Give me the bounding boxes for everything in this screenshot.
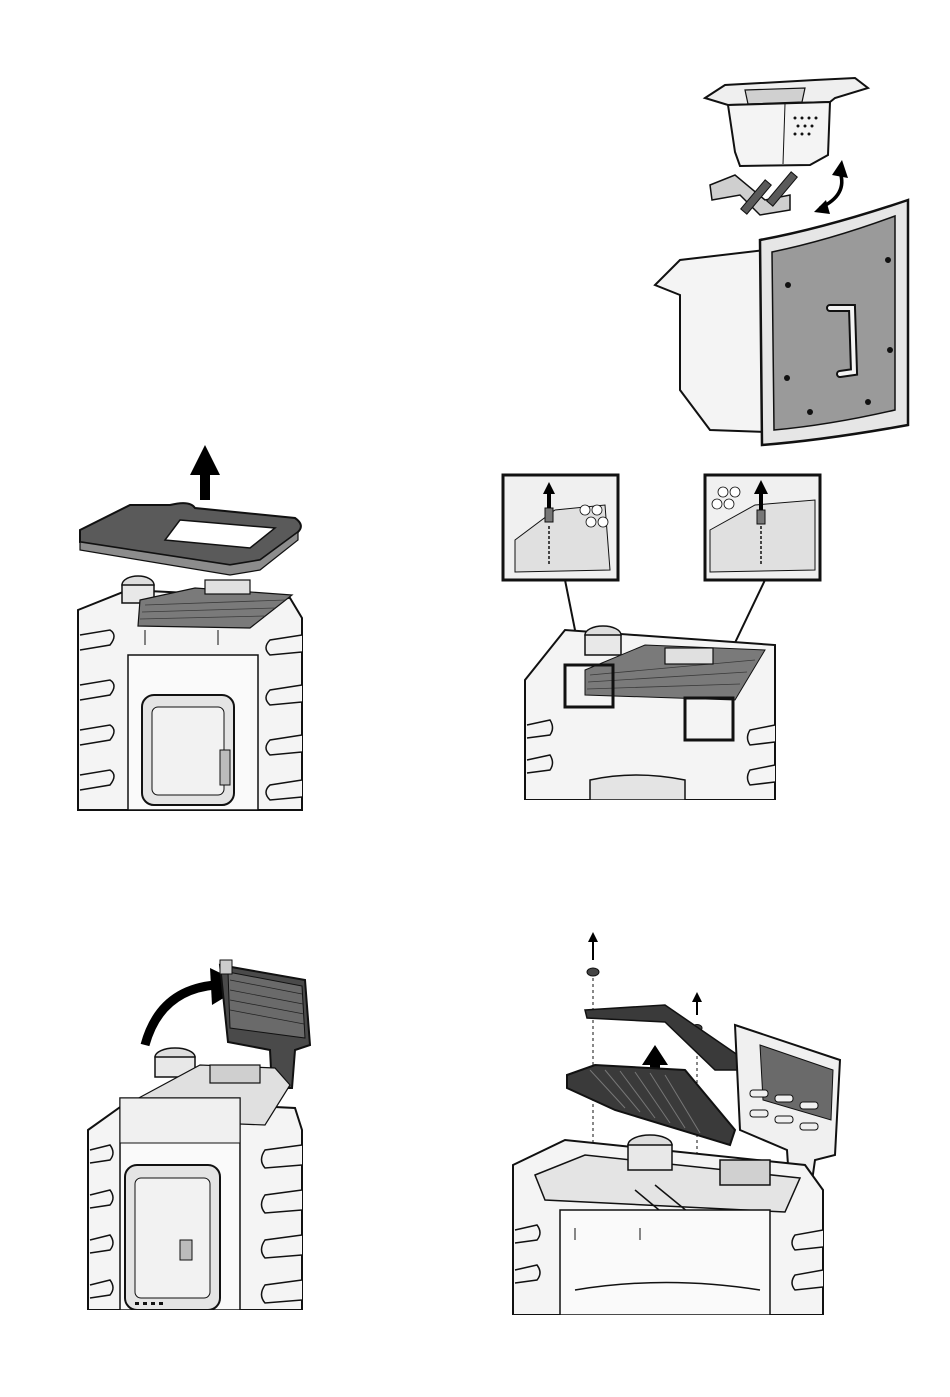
grille-tilt-figure [80,950,320,1310]
nut-arrow-icon [588,932,598,942]
ribbed-plate [567,1065,735,1145]
brazier-door-figure [640,60,920,460]
tilt-arrow-icon [145,985,215,1045]
lid-lift-figure [70,430,310,815]
upper-bar [585,1005,750,1070]
rotate-arrow-icon [820,172,842,208]
stove-lid-icon [70,430,310,815]
screw-detail-figure [495,470,830,800]
grille-screw-icon [495,470,830,800]
brazier-door-icon [640,60,920,460]
internal-plate-icon [505,930,855,1315]
plate-removal-figure [505,930,855,1315]
grille-panel-icon [80,950,320,1310]
stove-front [560,1210,770,1315]
stove-side-outline [655,250,765,432]
lift-arrow-icon [190,445,220,500]
brazier-body [728,102,830,166]
door-panel [772,216,895,430]
